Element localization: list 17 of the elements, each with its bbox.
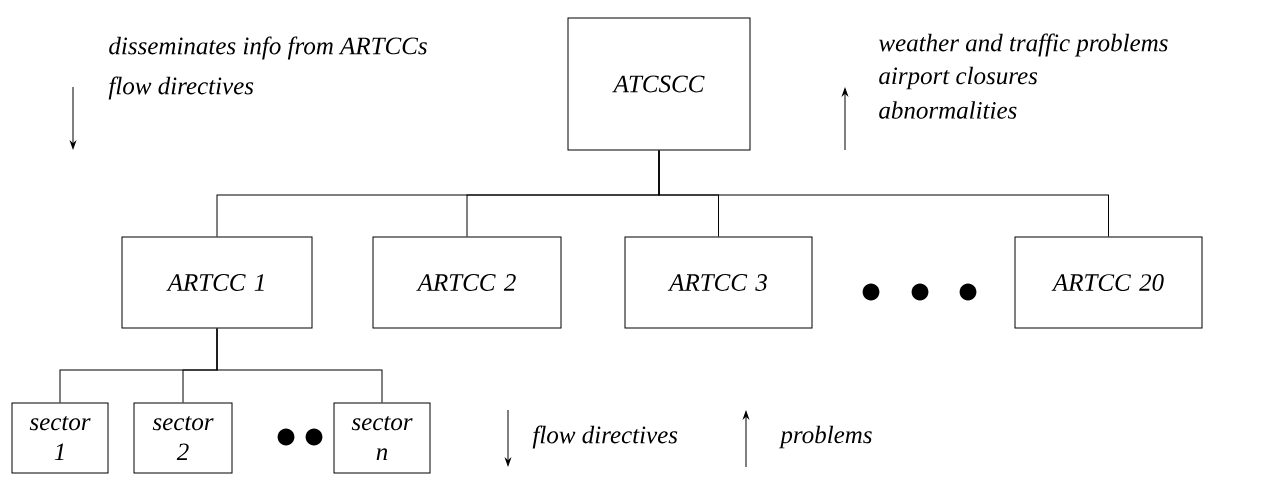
box: ATCSCC xyxy=(567,17,751,151)
box: sector 2 xyxy=(133,402,233,474)
box: ARTCC 3 xyxy=(624,236,813,329)
annotation-text: flow directives xyxy=(532,425,678,449)
box: sector n xyxy=(333,402,431,474)
connector-line xyxy=(216,328,383,403)
annotation-text: airport closures xyxy=(879,66,1038,90)
annotation-text: problems xyxy=(778,425,872,449)
annotation-text: weather and traffic problems xyxy=(879,33,1168,57)
annotation-text: disseminates info from ARTCCs xyxy=(109,36,427,60)
box: sector 1 xyxy=(11,402,109,474)
box: ARTCC 20 xyxy=(1014,236,1203,329)
annotation-text: flow directives xyxy=(108,76,254,100)
box: ARTCC 1 xyxy=(121,236,313,329)
box: ARTCC 2 xyxy=(372,236,562,329)
annotation-text: abnormalities xyxy=(879,101,1017,119)
connector-line xyxy=(658,150,1109,237)
